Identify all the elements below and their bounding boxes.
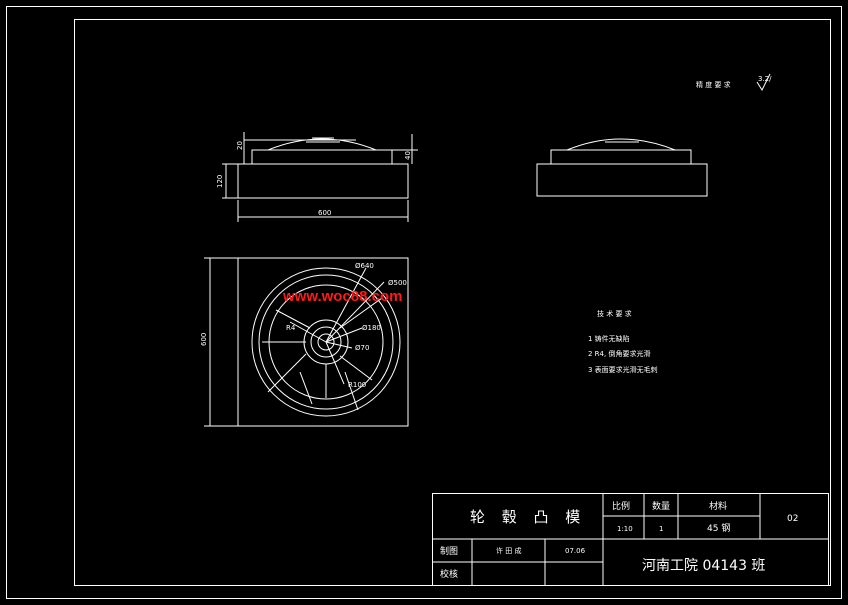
surface-note: 精 度 要 求 — [696, 80, 731, 89]
header-material: 材料 — [709, 500, 727, 512]
front-dim-height: 120 — [216, 175, 224, 188]
drawn-date: 07.06 — [565, 547, 586, 555]
surface-symbol: 3.2/ — [758, 75, 772, 83]
front-view — [222, 132, 418, 222]
title-block — [432, 493, 829, 586]
requirement-item: 2 R4, 倒角要求光滑 — [588, 349, 650, 358]
part-name: 轮 毂 凸 模 — [470, 508, 586, 526]
requirements-title: 技 术 要 求 — [597, 309, 632, 318]
roughness-symbol-icon — [756, 73, 771, 92]
watermark: www.woc88.com — [282, 288, 402, 305]
header-qty: 数量 — [652, 500, 670, 512]
drawn-by: 许 田 成 — [496, 546, 521, 555]
plan-dia-640: Ø640 — [355, 262, 374, 270]
plan-r-100: R100 — [348, 381, 366, 389]
plan-view — [204, 257, 409, 427]
drawn-label: 制图 — [440, 545, 458, 557]
school-class: 河南工院 04143 班 — [642, 558, 765, 574]
plan-dia-500: Ø500 — [388, 279, 407, 287]
qty-value: 1 — [659, 525, 663, 533]
requirement-item: 3 表面要求光滑无毛刺 — [588, 365, 658, 374]
plan-r-small: R4 — [286, 324, 296, 332]
front-dim-width: 600 — [318, 209, 331, 217]
check-label: 校核 — [440, 568, 458, 580]
inner-border — [74, 19, 831, 586]
plan-dia-180: Ø180 — [362, 324, 381, 332]
plan-dim-side: 600 — [200, 333, 208, 346]
outer-border — [6, 6, 842, 599]
side-view — [536, 138, 708, 197]
material-value: 45 钢 — [707, 522, 730, 534]
header-scale: 比例 — [612, 500, 630, 512]
front-dim-top-left: 20 — [236, 141, 244, 150]
front-dim-top-right: 40 — [404, 151, 412, 160]
requirement-item: 1 铸件无缺陷 — [588, 334, 630, 343]
scale-value: 1:10 — [617, 525, 633, 533]
drawing-number: 02 — [787, 514, 798, 524]
plan-dia-70: Ø70 — [355, 344, 369, 352]
